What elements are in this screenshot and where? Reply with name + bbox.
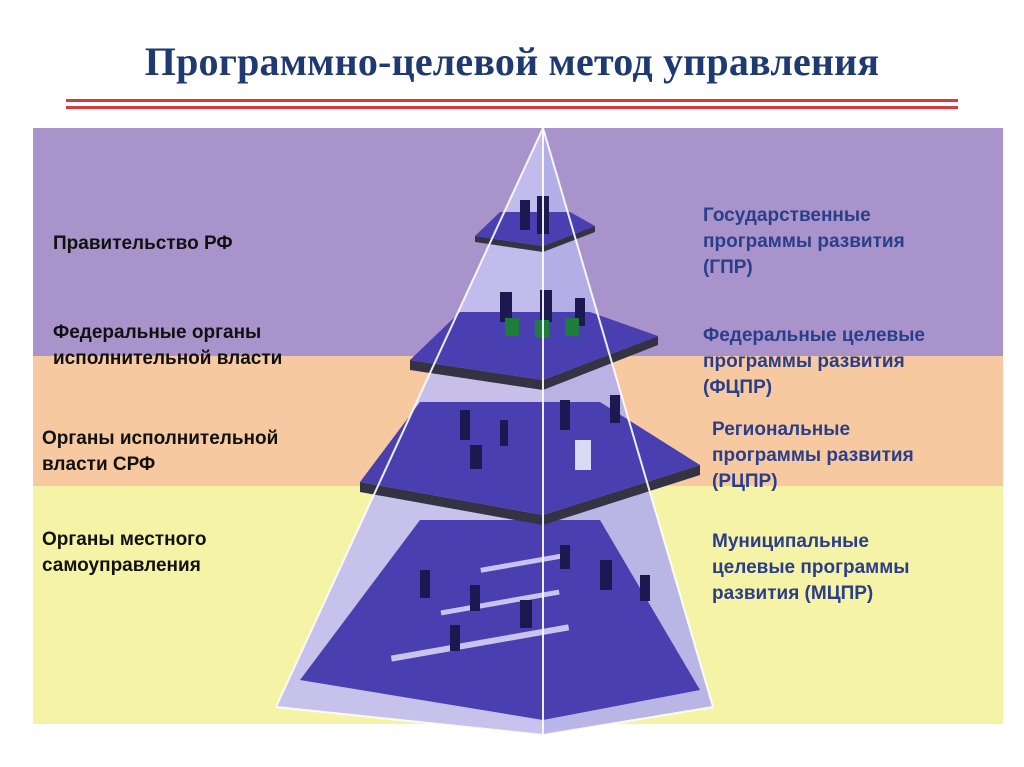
slab-regional — [360, 465, 700, 525]
page-title: Программно-целевой метод управления — [144, 39, 880, 84]
authority-label-federal: Федеральные органы исполнительной власти — [53, 322, 283, 369]
floor-regional-figures — [460, 395, 620, 470]
floor-municipal-figures — [420, 545, 650, 651]
program-label-fcpr: Федеральные целевые программы развития (… — [703, 325, 925, 398]
floor-regional — [360, 402, 700, 515]
slab-federal — [410, 336, 658, 390]
pyramid-edges — [275, 127, 714, 736]
floor-federal — [410, 312, 658, 380]
program-label-gpr: Государственные программы развития (ГПР) — [703, 205, 905, 278]
title-underline-top — [66, 99, 958, 102]
program-label-mcpr: Муниципальные целевые программы развития… — [712, 531, 910, 604]
authority-label-regional: Органы исполнительной власти СРФ — [42, 428, 279, 475]
slab-government — [475, 226, 595, 252]
program-label-rcpr: Региональные программы развития (РЦПР) — [712, 419, 914, 492]
floor-government — [475, 212, 595, 246]
authority-label-municipal: Органы местного самоуправления — [42, 529, 207, 576]
title-underline-bottom — [66, 106, 958, 109]
authority-label-government: Правительство РФ — [53, 233, 233, 254]
